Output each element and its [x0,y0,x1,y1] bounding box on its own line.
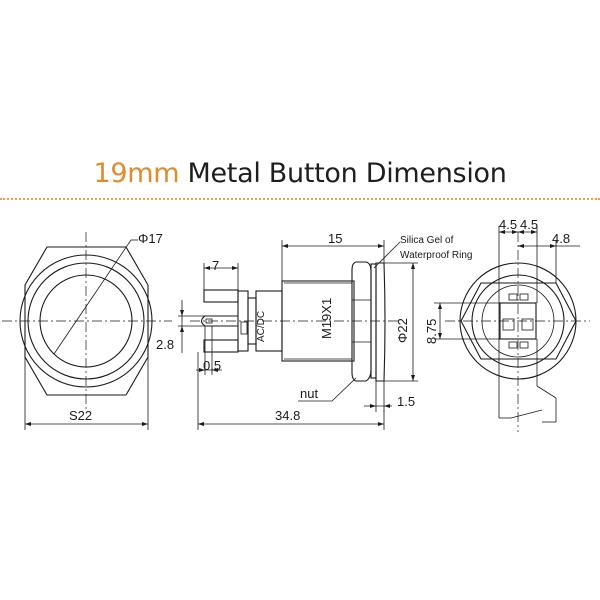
terminal-pad-right [521,318,534,331]
dim-thread: M19X1 [319,298,334,339]
dim-phi17: Φ17 [138,231,163,246]
phi17-leader [53,239,132,355]
body-marking: AC/DC [256,311,267,342]
switch-contact-arm [510,409,543,419]
dim-1-5: 1.5 [397,394,415,409]
nut-leader [331,377,357,402]
dim-34-8: 34.8 [275,408,300,423]
back-view: 4.5 4.5 4.8 8.75 [424,217,590,432]
dim-7: 7 [212,258,219,273]
gasket-leader [373,241,401,269]
dim-0-5: 0.5 [203,358,221,373]
terminal-pad-left [502,318,515,331]
terminal-bottom [203,339,239,353]
hex-nut-side [351,261,372,382]
dim-phi22: Φ22 [395,318,410,343]
dim-2-8: 2.8 [156,337,174,352]
terminal-top [203,289,239,303]
gasket-label-line2: Waterproof Ring [400,250,472,261]
front-view: Φ17 S22 [2,231,172,430]
button-head-side [375,262,386,382]
diagram-title: 19mm Metal Button Dimension [0,158,600,189]
dim-8-75: 8.75 [424,319,439,344]
dim-4-5-right: 4.5 [520,217,538,232]
dim-4-5-left: 4.5 [499,217,517,232]
gasket-label-line1: Silica Gel of [400,235,454,246]
title-divider [0,198,600,200]
title-text: Metal Button Dimension [179,158,507,189]
hex-nut-outline [24,246,149,396]
dim-4-8: 4.8 [552,231,570,246]
dim-s22: S22 [69,408,92,423]
side-view: AC/DC M19X1 7 2.8 0.5 [156,231,472,430]
dim-15: 15 [328,231,342,246]
label-nut: nut [300,386,318,401]
title-size: 19mm [93,158,180,189]
